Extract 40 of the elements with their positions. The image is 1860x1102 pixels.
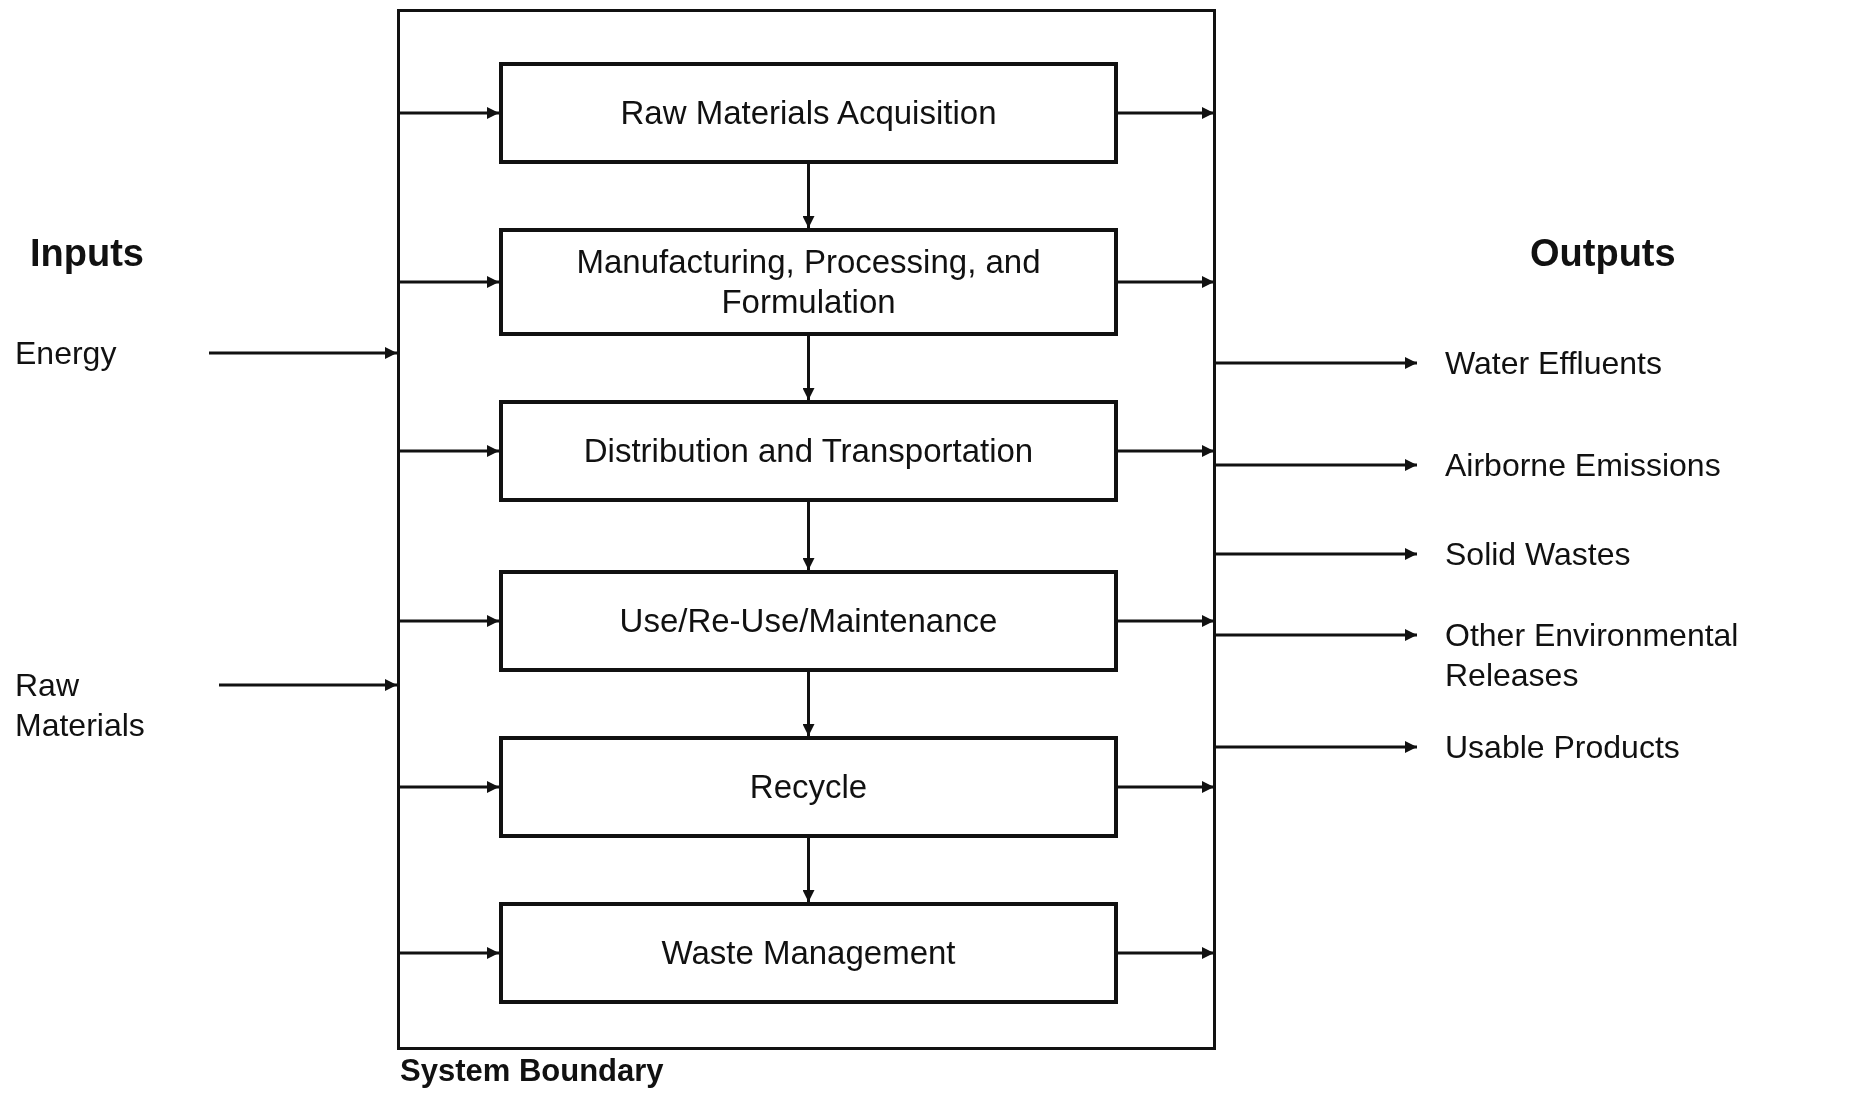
flow-label: Water Effluents — [1445, 343, 1775, 383]
arrow — [1118, 947, 1214, 959]
arrow — [399, 947, 499, 959]
process-box: Raw Materials Acquisition — [499, 62, 1118, 164]
flow-label: Airborne Emissions — [1445, 445, 1805, 485]
process-box: Distribution and Transportation — [499, 400, 1118, 502]
flow-label: Raw Materials — [15, 665, 215, 751]
arrow — [1216, 357, 1417, 369]
arrow — [1216, 459, 1417, 471]
column-heading: Outputs — [1530, 232, 1676, 275]
arrow — [1216, 629, 1417, 641]
process-box: Recycle — [499, 736, 1118, 838]
arrow — [802, 672, 815, 736]
arrow — [1118, 276, 1214, 288]
flow-label: Other Environmental Releases — [1445, 615, 1845, 701]
flow-label: Usable Products — [1445, 727, 1775, 767]
arrow — [209, 347, 397, 359]
arrow — [1118, 107, 1214, 119]
arrow — [802, 164, 815, 228]
process-box: Use/Re-Use/Maintenance — [499, 570, 1118, 672]
arrow — [399, 276, 499, 288]
arrow — [1118, 781, 1214, 793]
arrow — [1118, 445, 1214, 457]
arrow — [1216, 548, 1417, 560]
arrow — [399, 107, 499, 119]
arrow — [399, 781, 499, 793]
boundary-label: System Boundary — [400, 1053, 664, 1089]
arrow — [399, 615, 499, 627]
process-box: Manufacturing, Processing, and Formulation — [499, 228, 1118, 336]
arrow — [1216, 741, 1417, 753]
flow-label: Energy — [15, 333, 205, 373]
arrow — [1118, 615, 1214, 627]
process-box: Waste Management — [499, 902, 1118, 1004]
arrow — [802, 502, 815, 570]
arrow — [399, 445, 499, 457]
arrow — [219, 679, 397, 691]
flow-label: Solid Wastes — [1445, 534, 1745, 574]
column-heading: Inputs — [30, 232, 144, 275]
arrow — [802, 336, 815, 400]
arrow — [802, 838, 815, 902]
